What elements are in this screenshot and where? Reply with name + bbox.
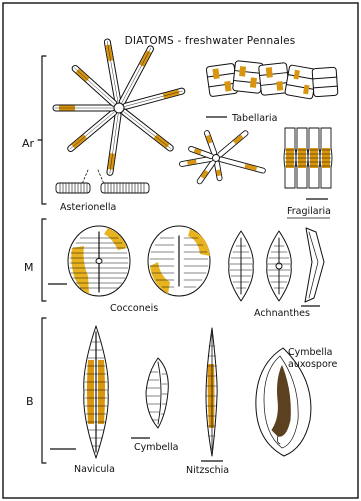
asterionella-colony [53,39,185,176]
group-label-b: B [26,395,34,408]
tabellaria-chain [206,61,338,100]
label-cymbella-auxospore-line1: Cymbella [288,347,333,358]
label-tabellaria: Tabellaria [231,113,277,124]
fragilaria-colony [284,128,332,188]
cocconeis-valve-right [148,226,210,296]
group-bracket-b [42,318,46,463]
asterionella-small-star [179,130,266,185]
label-achnanthes: Achnanthes [254,308,310,319]
group-label-ar: Ar [22,137,35,150]
cymbella-cell [146,358,168,428]
nitzschia-cell [206,328,217,456]
cocconeis-valve-left [68,226,130,296]
asterionella-leaders [82,170,104,184]
group-bracket-m [42,219,46,301]
label-nitzschia: Nitzschia [186,465,229,476]
label-cocconeis: Cocconeis [110,303,158,314]
asterionella-detail [56,183,149,193]
label-navicula: Navicula [74,464,115,475]
achnanthes-cell-2 [267,231,292,301]
group-bracket-ar [38,56,46,204]
label-fragilaria: Fragilaria [287,206,331,217]
group-label-m: M [24,261,34,274]
label-cymbella: Cymbella [134,442,179,453]
label-cymbella-auxospore-line2: auxospore [288,359,337,370]
achnanthes-cell-1 [229,231,254,301]
label-asterionella: Asterionella [60,202,116,213]
achnanthes-cell-girdle [305,228,324,302]
navicula-cell [84,326,109,458]
